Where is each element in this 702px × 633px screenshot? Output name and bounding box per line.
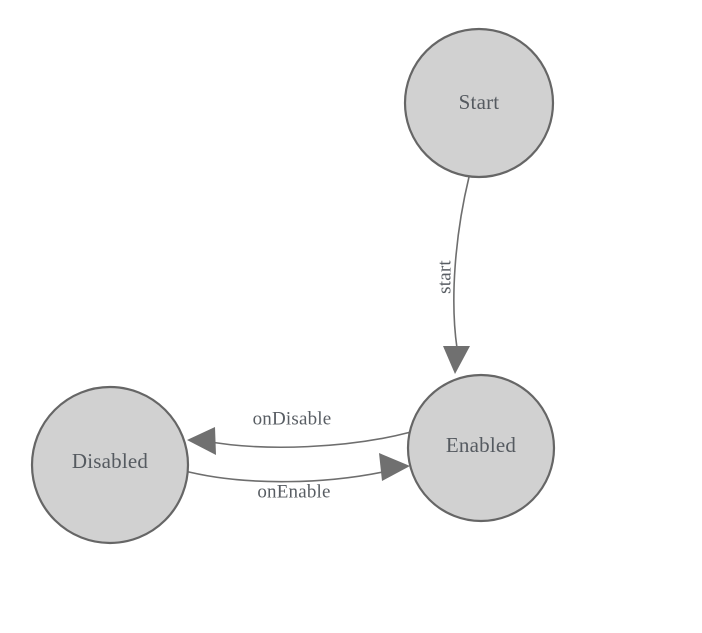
node-enabled-circle xyxy=(406,373,556,523)
edge-start-to-enabled[interactable]: start xyxy=(434,176,470,374)
node-disabled-circle xyxy=(30,385,190,545)
edge-label-on-enable: onEnable xyxy=(257,481,330,502)
edge-path-on-disable xyxy=(204,431,412,448)
node-disabled-label: Disabled xyxy=(72,449,149,473)
node-start[interactable]: Start xyxy=(403,27,555,179)
node-disabled[interactable]: Disabled xyxy=(30,385,190,545)
arrowhead-on-enable xyxy=(379,453,410,481)
node-enabled[interactable]: Enabled xyxy=(406,373,556,523)
node-start-circle xyxy=(403,27,555,179)
edge-label-on-disable: onDisable xyxy=(253,408,332,429)
edge-label-start: start xyxy=(434,260,455,294)
edge-path-on-enable xyxy=(180,469,393,483)
edge-disabled-to-enabled[interactable]: onEnable xyxy=(180,453,410,502)
arrowhead-on-disable xyxy=(187,427,216,455)
arrowhead-start xyxy=(443,346,470,374)
node-start-label: Start xyxy=(459,90,500,114)
edge-path-start xyxy=(453,176,470,349)
node-enabled-label: Enabled xyxy=(446,433,517,457)
edge-enabled-to-disabled[interactable]: onDisable xyxy=(187,408,412,455)
